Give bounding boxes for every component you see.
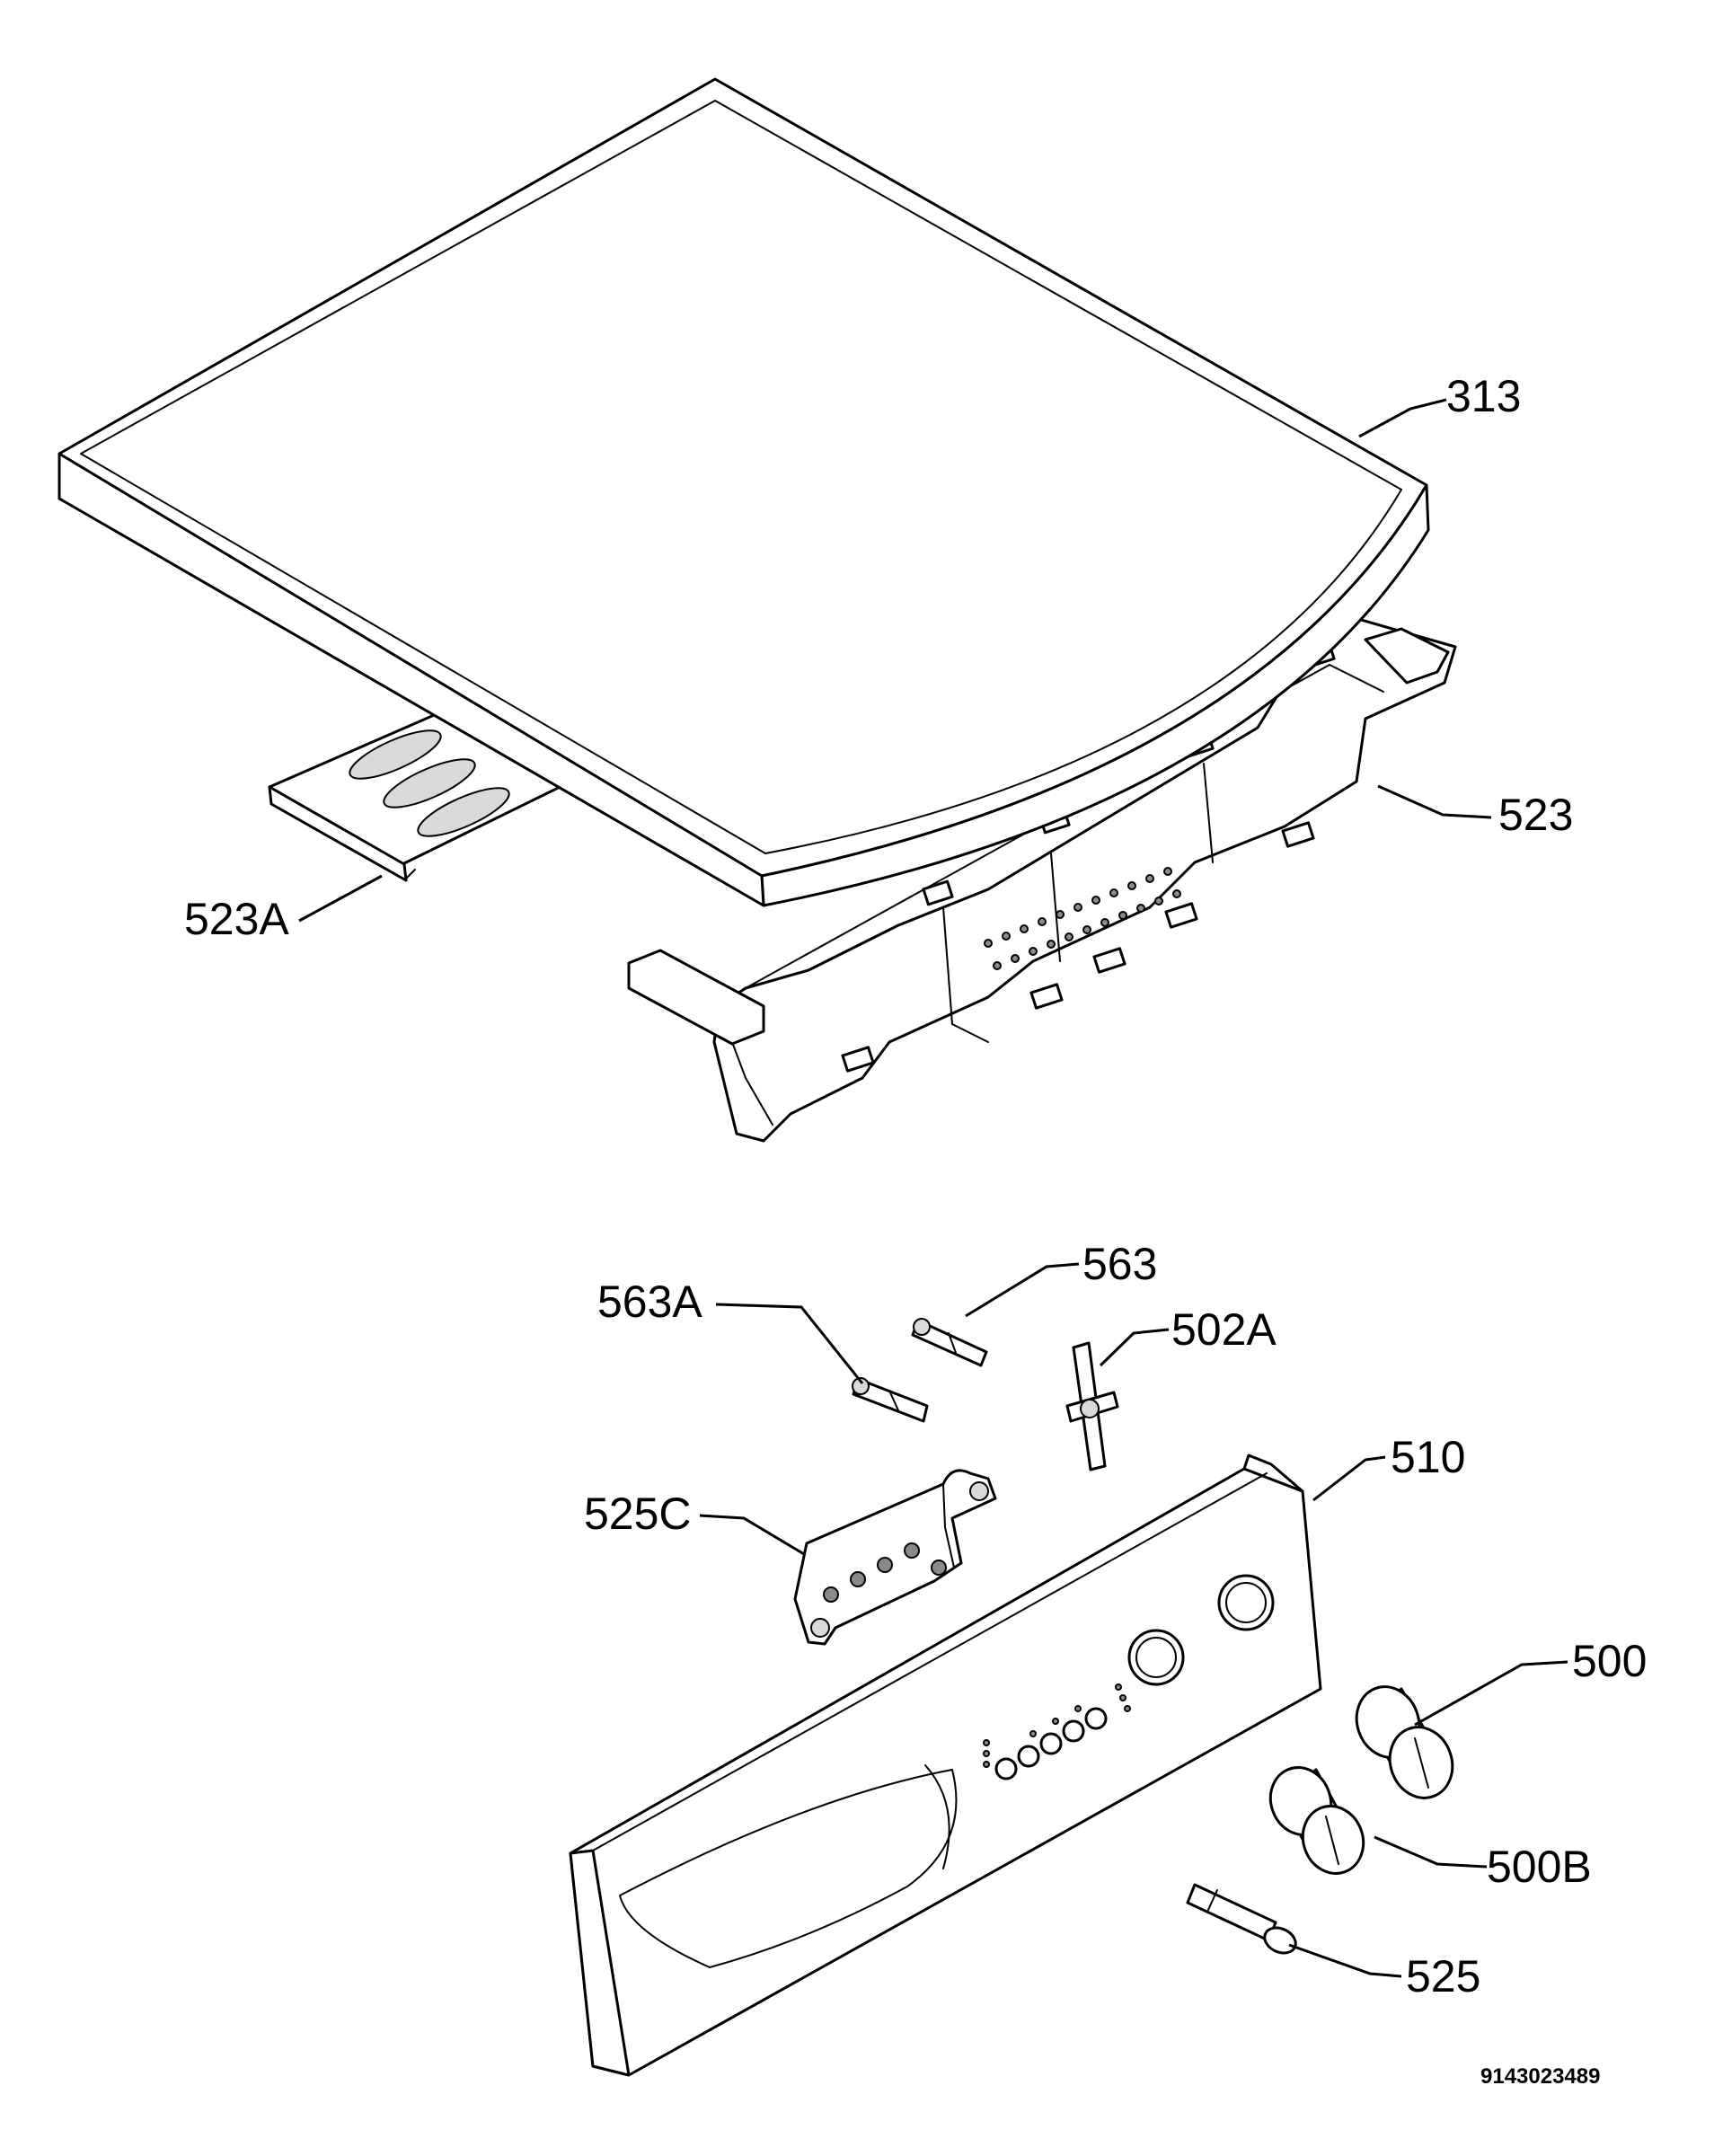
leader-525c <box>699 1514 805 1556</box>
part-500-knob <box>1355 1685 1454 1799</box>
panel-knob-openings <box>1127 1574 1275 1686</box>
part-313-top-lid <box>57 77 1430 907</box>
leader-313 <box>1358 398 1447 438</box>
leader-502a <box>1099 1328 1170 1367</box>
leader-563 <box>965 1262 1080 1318</box>
leader-500 <box>1414 1660 1568 1727</box>
label-523: 523 <box>1498 790 1573 840</box>
panel-indicator-dots <box>983 1683 1131 1768</box>
part-563a-pin <box>852 1377 929 1423</box>
leader-510 <box>1312 1455 1386 1502</box>
drawing-code: 9143023489 <box>1480 2064 1600 2089</box>
label-563a: 563A <box>597 1277 702 1327</box>
leader-500b <box>1374 1835 1488 1869</box>
part-525-plunger <box>1186 1883 1297 1955</box>
label-525c: 525C <box>584 1489 692 1539</box>
label-525: 525 <box>1406 1951 1480 2001</box>
leader-563a <box>715 1303 864 1384</box>
label-500b: 500B <box>1487 1842 1592 1892</box>
label-510: 510 <box>1391 1432 1465 1482</box>
label-523a: 523A <box>184 894 289 944</box>
part-500b-knob <box>1268 1766 1365 1875</box>
panel-buttons <box>994 1707 1108 1780</box>
part-525c-switch-bracket <box>793 1469 997 1646</box>
part-510-control-panel <box>569 1454 1322 2077</box>
part-523-frame <box>627 609 1457 1143</box>
part-labels: 313 523 523A 563A 563 502A 510 525C 500 … <box>184 371 1647 2001</box>
label-502a: 502A <box>1171 1304 1277 1355</box>
leader-523a <box>298 874 383 923</box>
leader-523 <box>1377 784 1492 819</box>
label-563: 563 <box>1082 1239 1157 1289</box>
part-563-pin <box>911 1318 988 1367</box>
part-502a-lever <box>1065 1341 1119 1471</box>
frame-vent-holes <box>984 867 1181 970</box>
label-313: 313 <box>1446 371 1521 421</box>
label-500: 500 <box>1572 1636 1647 1686</box>
leader-lines <box>298 398 1568 1978</box>
leader-525 <box>1288 1943 1402 1978</box>
